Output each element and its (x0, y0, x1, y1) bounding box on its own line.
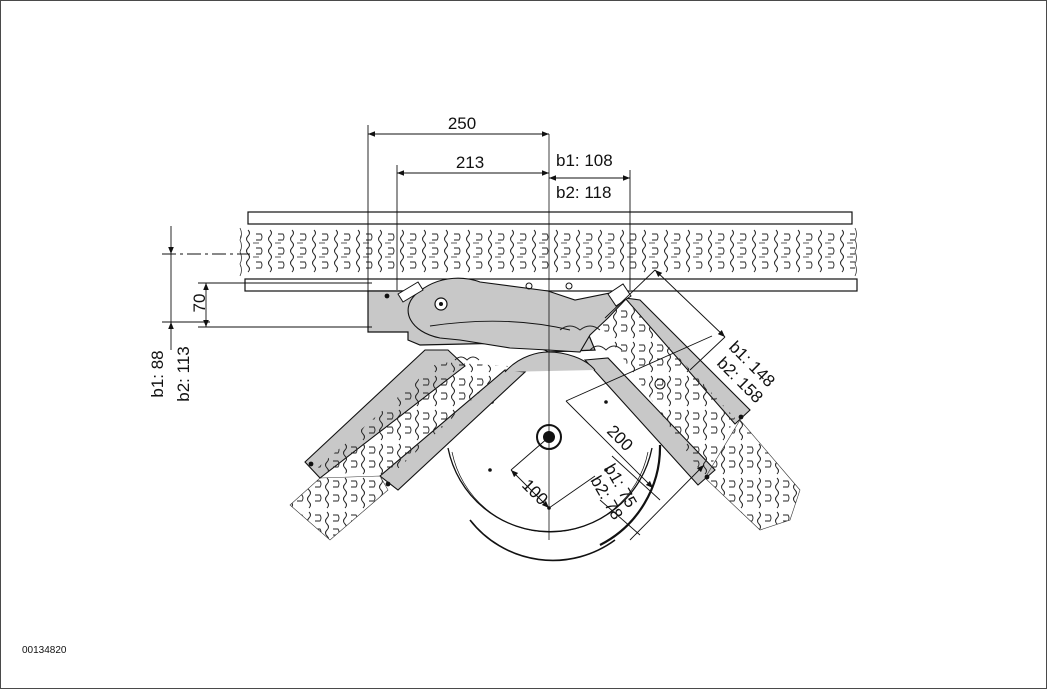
straight-conveyor (239, 211, 858, 292)
bottom-rail (244, 278, 858, 292)
curve-guide-plate (367, 277, 666, 390)
dim-250-label: 250 (448, 114, 476, 133)
dimension-213: 213 (396, 153, 549, 290)
dim-b1-top-label: b1: 108 (556, 151, 613, 170)
top-rail (247, 211, 853, 225)
dim-b2-top-label: b2: 118 (556, 183, 611, 202)
dimension-250: 250 (367, 114, 549, 300)
dim-70-label: 70 (190, 294, 209, 313)
dimension-b1-b2-top: b1: 108 b2: 118 (549, 151, 631, 290)
dim-213-label: 213 (456, 153, 484, 172)
dimension-70: 70 (190, 282, 372, 328)
drawing-id: 00134820 (22, 645, 67, 656)
dimension-b1-b2-left: b1: 88 b2: 113 (148, 226, 250, 402)
dim-b1-left-label: b1: 88 (148, 350, 167, 397)
dim-b2-left-label: b2: 113 (174, 346, 193, 401)
left-diagonal-conveyor (289, 349, 527, 541)
dimension-b1-b2-bottom: b1: 75 b2: 78 (587, 455, 705, 541)
chain-straight (240, 228, 855, 276)
